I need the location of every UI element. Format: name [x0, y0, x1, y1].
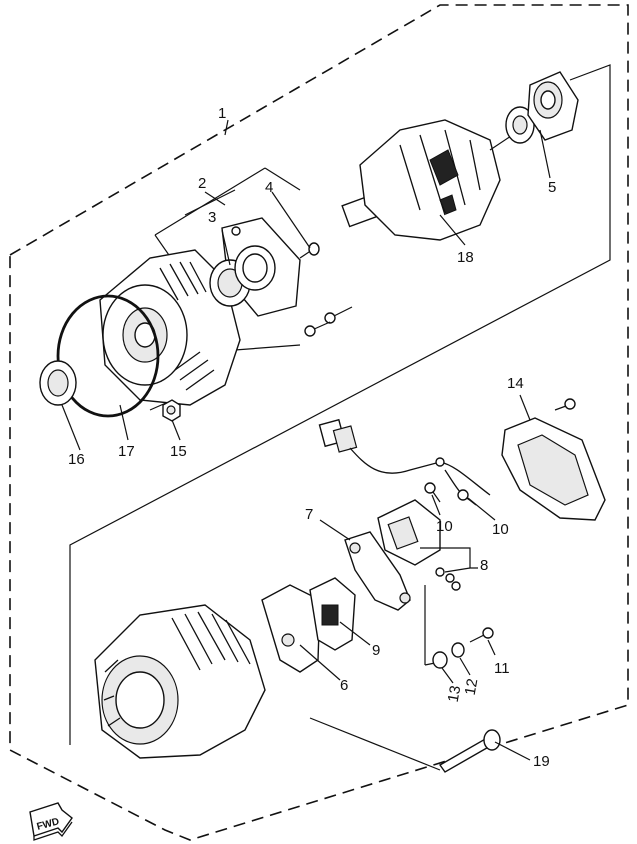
o-ring: [56, 294, 160, 418]
nut: [162, 399, 181, 422]
wiring-harness: [318, 418, 491, 501]
label-10a: 10: [436, 518, 453, 535]
leader-lines: [61, 119, 551, 761]
regulator: [344, 531, 411, 611]
label-14: 14: [507, 375, 524, 392]
assembly-boundary: [9, 4, 629, 841]
label-16: 16: [68, 451, 85, 468]
rotor: [341, 106, 535, 241]
through-bolt: [438, 729, 501, 773]
label-3: 3: [208, 209, 216, 226]
label-6: 6: [340, 677, 348, 694]
front-housing: [99, 249, 241, 406]
bearing-and-plate: [209, 217, 301, 317]
label-12: 12: [462, 677, 482, 696]
label-2: 2: [198, 175, 206, 192]
screw: [299, 242, 320, 259]
label-7: 7: [305, 506, 313, 523]
label-11: 11: [494, 660, 510, 677]
rear-housing: [94, 604, 266, 759]
rectifier-plate: [261, 577, 356, 673]
forward-direction-badge: FWD: [29, 802, 73, 841]
bolt-pair: [304, 306, 353, 337]
label-18: 18: [457, 249, 474, 266]
label-19: 19: [533, 753, 550, 770]
rear-bearing: [527, 71, 579, 141]
label-8: 8: [480, 557, 488, 574]
label-9: 9: [372, 642, 380, 659]
label-1: 1: [218, 105, 226, 122]
label-10b: 10: [492, 521, 509, 538]
washers-and-screw: [432, 627, 494, 669]
rear-cover: [501, 398, 606, 521]
label-17: 17: [118, 443, 135, 460]
brush-holder: [377, 499, 461, 591]
label-5: 5: [548, 179, 556, 196]
oil-seal: [39, 360, 77, 406]
label-4: 4: [265, 179, 273, 196]
label-15: 15: [170, 443, 187, 460]
screws-10: [424, 482, 477, 506]
label-13: 13: [445, 684, 465, 703]
